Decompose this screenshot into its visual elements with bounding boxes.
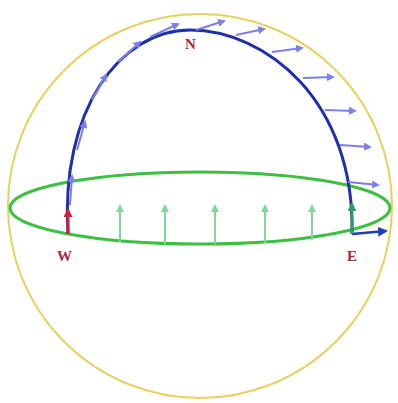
transported-vectors bbox=[70, 21, 378, 205]
point-label: N bbox=[185, 37, 196, 52]
equator-vectors bbox=[120, 206, 312, 244]
start-vector bbox=[67, 210, 70, 234]
point-label: W bbox=[57, 249, 72, 264]
sphere-outline bbox=[8, 14, 392, 398]
point-label: E bbox=[347, 249, 357, 264]
end-vector bbox=[352, 231, 386, 234]
meridian-arc bbox=[67, 30, 352, 234]
start-vector-copy bbox=[351, 204, 354, 234]
